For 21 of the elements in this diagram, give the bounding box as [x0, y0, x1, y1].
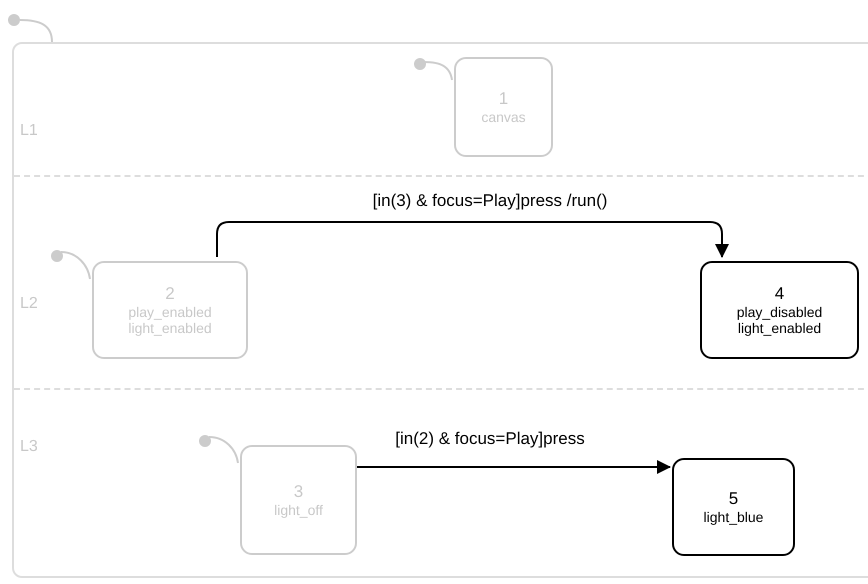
initial-transition: [60, 251, 91, 280]
state-box: [240, 445, 357, 555]
state-box: [700, 261, 859, 359]
transition-arrow: [216, 221, 729, 258]
state-name: play_disabled light_enabled: [736, 304, 824, 336]
transition-arrow: [355, 460, 671, 474]
edge-label: [in(2) & focus=Play]press: [393, 429, 587, 449]
initial-dot: [8, 14, 20, 26]
initial-transition: [424, 61, 453, 80]
edge-label: [in(3) & focus=Play]press /run(): [370, 191, 610, 211]
state-box: [454, 57, 553, 157]
state-box: [672, 458, 795, 556]
state-number: 5: [728, 489, 738, 509]
initial-dot: [199, 435, 211, 447]
initial-transition: [20, 19, 53, 42]
state-name: light_blue: [702, 509, 764, 525]
initial-dot: [51, 250, 63, 262]
state-number: 4: [774, 284, 784, 304]
initial-dot: [414, 58, 426, 70]
state-box: [92, 261, 248, 359]
initial-transition: [208, 436, 239, 464]
